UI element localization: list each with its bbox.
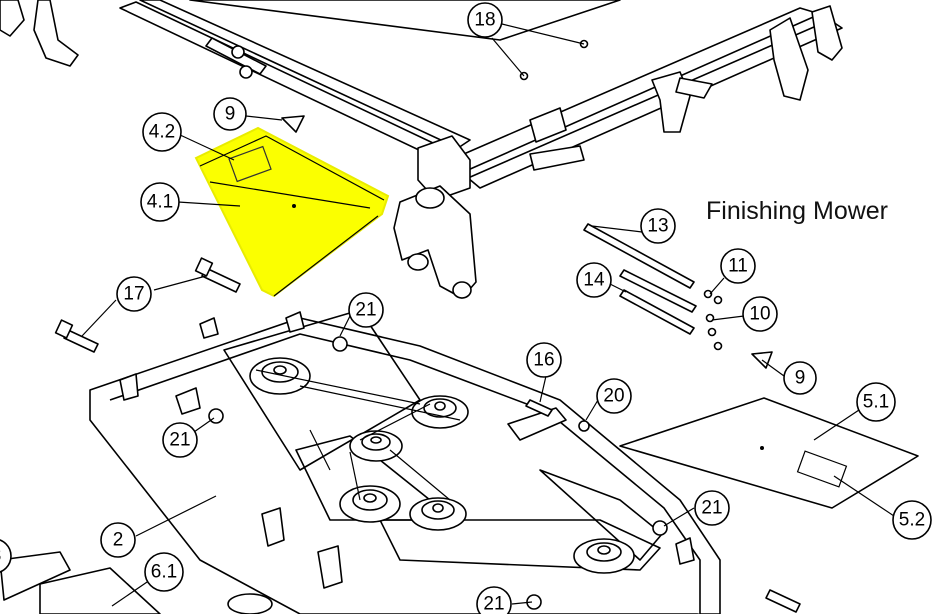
callout-8-partial: 8 bbox=[0, 539, 12, 573]
diagram-title: Finishing Mower bbox=[706, 197, 889, 225]
callout-6-1: 6.1 bbox=[144, 552, 184, 592]
pulley bbox=[349, 430, 403, 462]
callout-16: 16 bbox=[526, 342, 562, 378]
leader-lines bbox=[81, 23, 895, 607]
callout-label: 21 bbox=[169, 430, 190, 451]
belt-cover-highlighted[interactable] bbox=[194, 126, 390, 298]
callout-2: 2 bbox=[100, 522, 136, 558]
callout-label: 9 bbox=[225, 104, 236, 125]
callout-label: 20 bbox=[603, 386, 624, 407]
callout-20: 20 bbox=[596, 378, 632, 414]
callout-label: 5.1 bbox=[863, 392, 889, 413]
callout-label: 4.2 bbox=[149, 122, 175, 143]
callout-label: 10 bbox=[749, 304, 770, 325]
callout-4-1: 4.1 bbox=[140, 182, 180, 222]
pulley bbox=[249, 357, 311, 395]
callout-21-deck-left: 21 bbox=[162, 422, 198, 458]
callout-5-1: 5.1 bbox=[856, 382, 896, 422]
pulley bbox=[339, 485, 401, 523]
callout-label: 5.2 bbox=[899, 510, 925, 531]
callout-18: 18 bbox=[467, 2, 503, 38]
callout-label: 14 bbox=[583, 270, 605, 291]
callout-17: 17 bbox=[116, 276, 152, 312]
callout-21-bottom: 21 bbox=[476, 586, 512, 614]
callout-11: 11 bbox=[720, 248, 756, 284]
pulley bbox=[409, 497, 467, 531]
callout-21-upper: 21 bbox=[348, 292, 384, 328]
callout-10: 10 bbox=[742, 296, 778, 332]
loose-parts bbox=[54, 39, 919, 613]
callout-13: 13 bbox=[640, 208, 676, 244]
callout-label: 18 bbox=[474, 10, 495, 31]
callout-label: 17 bbox=[123, 284, 144, 305]
callout-9-right: 9 bbox=[783, 361, 817, 395]
callout-label: 13 bbox=[647, 216, 668, 237]
callout-label: 9 bbox=[795, 368, 806, 389]
callout-label: 16 bbox=[533, 350, 554, 371]
callout-9-top: 9 bbox=[213, 97, 247, 131]
callout-21-deck-right: 21 bbox=[694, 490, 730, 526]
callout-label: 6.1 bbox=[151, 562, 177, 583]
callout-5-2: 5.2 bbox=[892, 500, 932, 540]
mower-deck bbox=[0, 309, 721, 614]
pulley bbox=[573, 538, 635, 574]
pulley bbox=[411, 395, 469, 429]
callout-label: 21 bbox=[701, 498, 722, 519]
decal-4-2 bbox=[228, 145, 272, 183]
callout-label: 4.1 bbox=[147, 192, 173, 213]
callout-label: 21 bbox=[483, 594, 504, 614]
callout-label: 8 bbox=[0, 546, 1, 567]
callout-14: 14 bbox=[576, 262, 612, 298]
callout-label: 2 bbox=[113, 530, 124, 551]
callout-label: 21 bbox=[355, 300, 376, 321]
callout-label: 11 bbox=[728, 256, 748, 277]
mower-frame bbox=[0, 0, 843, 299]
callout-4-2: 4.2 bbox=[142, 112, 182, 152]
